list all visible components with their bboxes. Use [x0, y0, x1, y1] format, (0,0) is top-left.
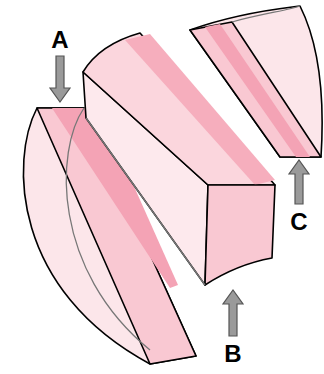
stripe	[205, 24, 310, 157]
part-letter: A	[51, 28, 68, 52]
curved-face	[190, 6, 322, 157]
flat-face	[190, 22, 321, 157]
end-face	[205, 185, 275, 285]
pointer-arrows	[50, 56, 309, 336]
hidden-edge	[232, 6, 300, 22]
arrow-a	[50, 56, 70, 102]
hidden-edge	[86, 118, 205, 285]
part-letter: B	[224, 342, 241, 366]
arrow-b	[223, 290, 243, 336]
arrow-c	[289, 160, 309, 204]
part-letter: C	[290, 210, 307, 234]
piece-c	[190, 6, 322, 157]
